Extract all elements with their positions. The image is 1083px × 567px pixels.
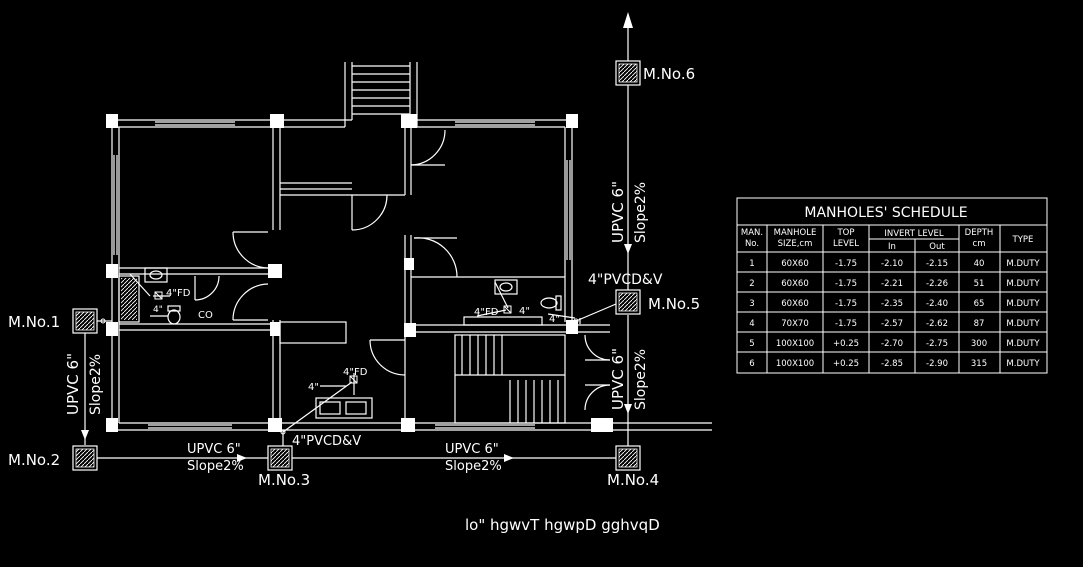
schedule-cell-no: 5 [749,339,754,349]
drawing-caption: lo" hgwvT hgwpD gghvqD [465,516,660,534]
schedule-cell-out: -2.62 [926,319,948,329]
dimension-label-bath-east: 4" [519,306,530,317]
cleanout-label: CO [198,310,213,321]
manhole-5-label: M.No.5 [648,295,700,313]
header-type: TYPE [1012,235,1034,245]
header-top-1: TOP [836,228,854,238]
manhole-3-label: M.No.3 [258,471,310,489]
manhole-3 [267,445,293,471]
schedule-cell-no: 6 [749,359,754,369]
header-man-no-2: No. [745,239,759,249]
manhole-6 [615,60,641,86]
header-top-2: LEVEL [833,239,859,249]
schedule-cell-size: 100X100 [776,359,814,369]
schedule-cell-out: -2.26 [926,279,948,289]
schedule-title: MANHOLES' SCHEDULE [804,205,967,221]
manhole-2-label: M.No.2 [8,451,60,469]
schedule-cell-no: 3 [749,299,754,309]
floor-drain-label-kitchen: 4"FD [343,367,368,378]
pipe-size-label-north: UPVC 6" [609,181,627,243]
manhole-5 [615,289,641,315]
schedule-cell-type: M.DUTY [1006,259,1040,269]
pipe-slope-label-north: Slope2% [633,182,649,243]
schedule-cell-in: -2.70 [881,339,903,349]
header-invert: INVERT LEVEL [884,229,944,239]
header-depth-1: DEPTH [965,228,994,238]
schedule-cell-depth: 300 [971,339,987,349]
schedule-cell-in: -2.57 [881,319,903,329]
schedule-cell-out: -2.90 [926,359,948,369]
schedule-cell-top: +0.25 [833,359,859,369]
manhole-4 [615,445,641,471]
manhole-2 [72,445,98,471]
schedule-cell-type: M.DUTY [1006,279,1040,289]
header-size-2: SIZE,cm [778,239,813,249]
schedule-cell-in: -2.85 [881,359,903,369]
schedule-cell-depth: 65 [974,299,985,309]
pipe-slope-label-b: Slope2% [445,459,502,474]
schedule-cell-depth: 87 [974,319,985,329]
schedule-cell-out: -2.15 [926,259,948,269]
header-depth-2: cm [973,239,986,249]
pipe-size-label-a: UPVC 6" [187,442,241,457]
manhole-1-label: M.No.1 [8,313,60,331]
manhole-4-label: M.No.4 [607,471,659,489]
schedule-cell-top: -1.75 [835,259,857,269]
schedule-cell-size: 70X70 [781,319,808,329]
schedule-cell-top: +0.25 [833,339,859,349]
floor-drains [100,291,579,435]
schedule-cell-out: -2.40 [926,299,948,309]
pipe-size-label-east: UPVC 6" [609,348,627,410]
floor-plan [111,62,712,431]
header-invert-out: Out [929,242,945,252]
schedule-cell-in: -2.35 [881,299,903,309]
flow-arrows [81,12,633,462]
schedule-cell-size: 60X60 [781,279,808,289]
schedule-cell-depth: 315 [971,359,987,369]
schedule-cell-in: -2.21 [881,279,903,289]
manhole-6-label: M.No.6 [643,65,695,83]
schedule-cell-size: 60X60 [781,259,808,269]
schedule-cell-type: M.DUTY [1006,299,1040,309]
schedule-cell-no: 1 [749,259,754,269]
dimension-label-wc: 4" [549,314,560,325]
floor-drain-label-bath-east: 4"FD [474,307,499,318]
schedule-cell-type: M.DUTY [1006,339,1040,349]
wall-columns [106,114,613,432]
manhole-schedule-table: MANHOLES' SCHEDULE MAN. No. MANHOLE SIZE… [736,197,1048,374]
manhole-1 [72,308,98,334]
dimension-label-bath-west: 4" [153,305,163,315]
schedule-cell-size: 100X100 [776,339,814,349]
drain-pipes [84,20,629,459]
schedule-cell-type: M.DUTY [1006,319,1040,329]
header-invert-in: In [888,242,896,252]
schedule-cell-no: 2 [749,279,754,289]
pvcd-label-south: 4"PVCD&V [292,434,361,449]
schedule-cell-no: 4 [749,319,754,329]
schedule-cell-depth: 40 [974,259,985,269]
schedule-cell-top: -1.75 [835,279,857,289]
header-size-1: MANHOLE [774,228,817,238]
pipe-slope-label-a: Slope2% [187,459,244,474]
pvcd-label-east: 4"PVCD&V [588,272,663,288]
schedule-cell-top: -1.75 [835,299,857,309]
schedule-cell-in: -2.10 [881,259,903,269]
header-man-no-1: MAN. [741,228,763,238]
schedule-cell-type: M.DUTY [1006,359,1040,369]
schedule-cell-top: -1.75 [835,319,857,329]
floor-drain-label-bath-west: 4"FD [166,288,191,299]
pipe-slope-label-east: Slope2% [633,349,649,410]
schedule-cell-size: 60X60 [781,299,808,309]
pipe-size-label-west: UPVC 6" [64,353,82,415]
pipe-size-label-b: UPVC 6" [445,442,499,457]
schedule-cell-depth: 51 [974,279,985,289]
dimension-label-kitchen: 4" [308,382,319,393]
pipe-slope-label-west: Slope2% [88,354,104,415]
schedule-cell-out: -2.75 [926,339,948,349]
